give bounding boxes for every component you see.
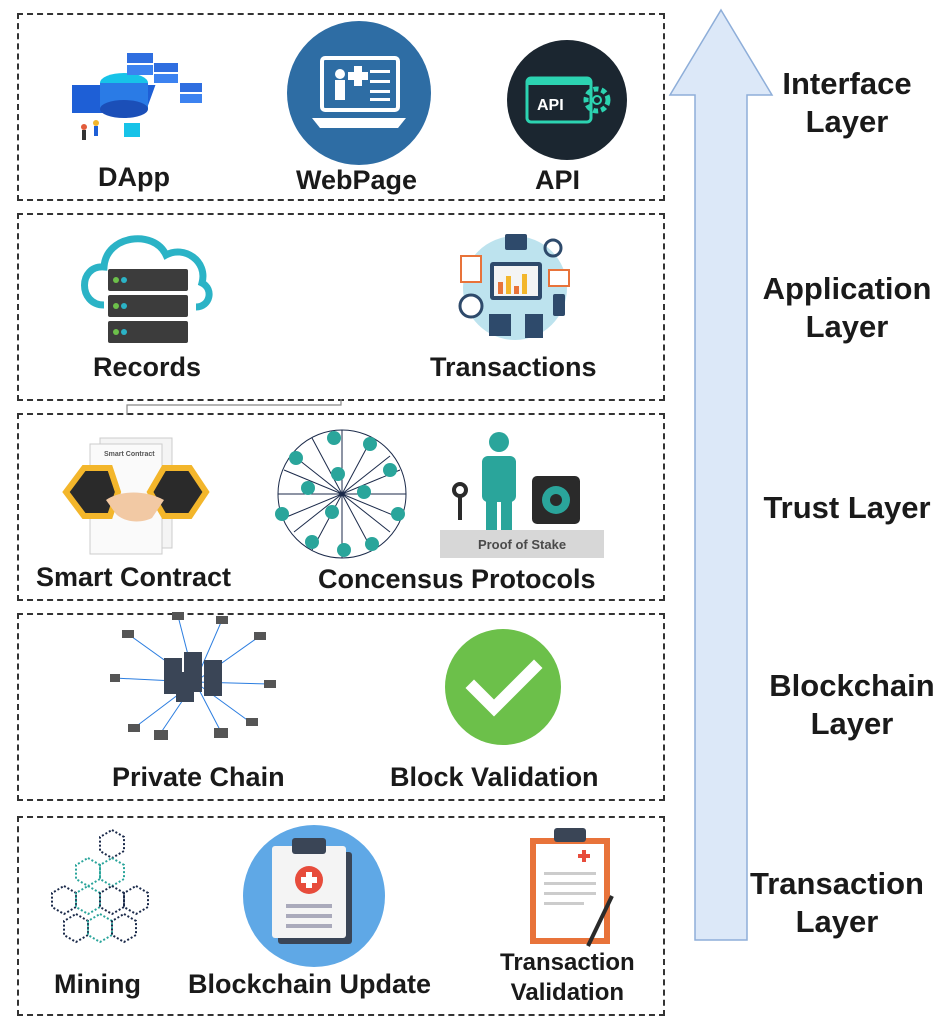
layer-name-trust: Trust Layer — [763, 490, 931, 525]
clipboard-medical-icon — [243, 825, 385, 967]
mining-label: Mining — [54, 969, 141, 999]
private-chain-label: Private Chain — [112, 762, 285, 792]
webpage-icon — [287, 21, 431, 165]
connector-line — [126, 399, 342, 415]
webpage-label: WebPage — [296, 165, 418, 195]
dapp-label: DApp — [98, 162, 170, 192]
api-icon-text: API — [537, 97, 564, 114]
blockchain-update-label: Blockchain Update — [188, 969, 432, 999]
api-icon: API — [507, 40, 627, 160]
api-label: API — [535, 165, 581, 195]
consensus-label: Concensus Protocols — [318, 564, 596, 594]
interface-layer-box — [17, 13, 665, 201]
block-validation-label: Block Validation — [390, 762, 599, 792]
smart-contract-doc-title: Smart Contract — [104, 451, 155, 458]
smart-contract-icon: Smart Contract — [62, 437, 210, 555]
blockchain-layer-box — [17, 613, 665, 801]
transactions-icon — [458, 234, 570, 340]
transaction-validation-clipboard-icon — [530, 828, 614, 947]
dapp-icon — [72, 53, 202, 140]
trust-layer-box — [17, 413, 665, 601]
records-label: Records — [93, 352, 202, 382]
records-icon — [81, 235, 213, 343]
mining-hexagon-icon — [51, 828, 149, 944]
consensus-network-icon — [275, 429, 407, 559]
smart-contract-label: Smart Contract — [36, 562, 232, 592]
upward-arrow — [668, 8, 774, 941]
proof-of-stake-icon: Proof of Stake — [440, 432, 604, 558]
transactions-label: Transactions — [430, 352, 597, 382]
checkmark-icon — [445, 629, 561, 745]
pos-caption: Proof of Stake — [478, 537, 566, 552]
private-chain-icon — [110, 612, 276, 740]
